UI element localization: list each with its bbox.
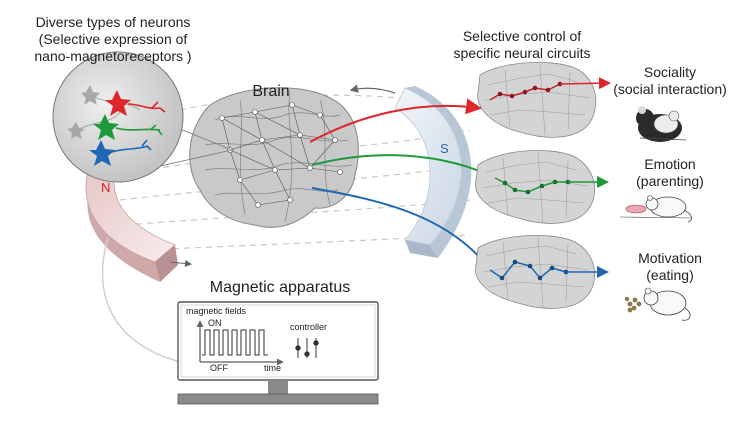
brain-sociality xyxy=(477,62,611,138)
output-emotion-subtitle: (parenting) xyxy=(636,172,704,189)
output-motivation: Motivation (eating) xyxy=(615,250,725,284)
magnetic-fields-label: magnetic fields xyxy=(186,306,247,316)
brain-emotion xyxy=(475,150,609,224)
mice-eating-icon xyxy=(624,287,691,321)
selective-control-line-2: specific neural circuits xyxy=(453,44,591,61)
brain-label: Brain xyxy=(252,83,290,100)
rotation-arrow xyxy=(349,84,396,94)
on-label: ON xyxy=(208,318,222,328)
output-sociality: Sociality (social interaction) xyxy=(605,64,735,98)
magnetic-field-plot xyxy=(196,320,284,366)
brain-network xyxy=(219,102,343,208)
output-sociality-subtitle: (social interaction) xyxy=(613,80,727,97)
output-emotion: Emotion (parenting) xyxy=(615,156,725,190)
south-magnet xyxy=(394,86,472,258)
output-motivation-subtitle: (eating) xyxy=(646,266,694,283)
time-label: time xyxy=(264,363,281,373)
neuron-types-line-2: (Selective expression of xyxy=(38,30,188,47)
magnetic-apparatus-monitor xyxy=(177,301,379,405)
output-emotion-title: Emotion xyxy=(644,156,696,172)
brain-motivation xyxy=(475,235,609,309)
apparatus-arrow xyxy=(169,260,192,267)
mice-social-icon xyxy=(636,106,687,142)
blue-pathway-arrow xyxy=(311,187,495,276)
neuron-magnifier xyxy=(52,51,233,183)
north-magnet xyxy=(85,169,178,282)
neuron-types-title: Diverse types of neurons (Selective expr… xyxy=(18,14,208,64)
controller-label: controller xyxy=(290,322,327,332)
neuron-types-line-3: nano-magnetoreceptors ) xyxy=(34,47,192,64)
neuron-types-line-1: Diverse types of neurons xyxy=(35,14,191,30)
blue-neuron xyxy=(89,140,115,166)
main-brain xyxy=(189,87,359,228)
apparatus-title: Magnetic apparatus xyxy=(209,279,351,296)
red-neuron xyxy=(105,90,131,116)
green-neuron xyxy=(93,114,119,140)
south-pole-label: S xyxy=(440,141,449,156)
north-pole-label: N xyxy=(101,180,110,195)
off-label: OFF xyxy=(210,363,228,373)
output-motivation-title: Motivation xyxy=(638,250,702,266)
selective-control-line-1: Selective control of xyxy=(462,28,582,44)
red-pathway-arrow xyxy=(309,98,482,143)
output-sociality-title: Sociality xyxy=(643,64,697,80)
connector-cable xyxy=(101,237,181,363)
controller-sliders xyxy=(295,338,319,358)
mice-parenting-icon xyxy=(619,195,693,223)
selective-control-title: Selective control of specific neural cir… xyxy=(447,28,597,62)
